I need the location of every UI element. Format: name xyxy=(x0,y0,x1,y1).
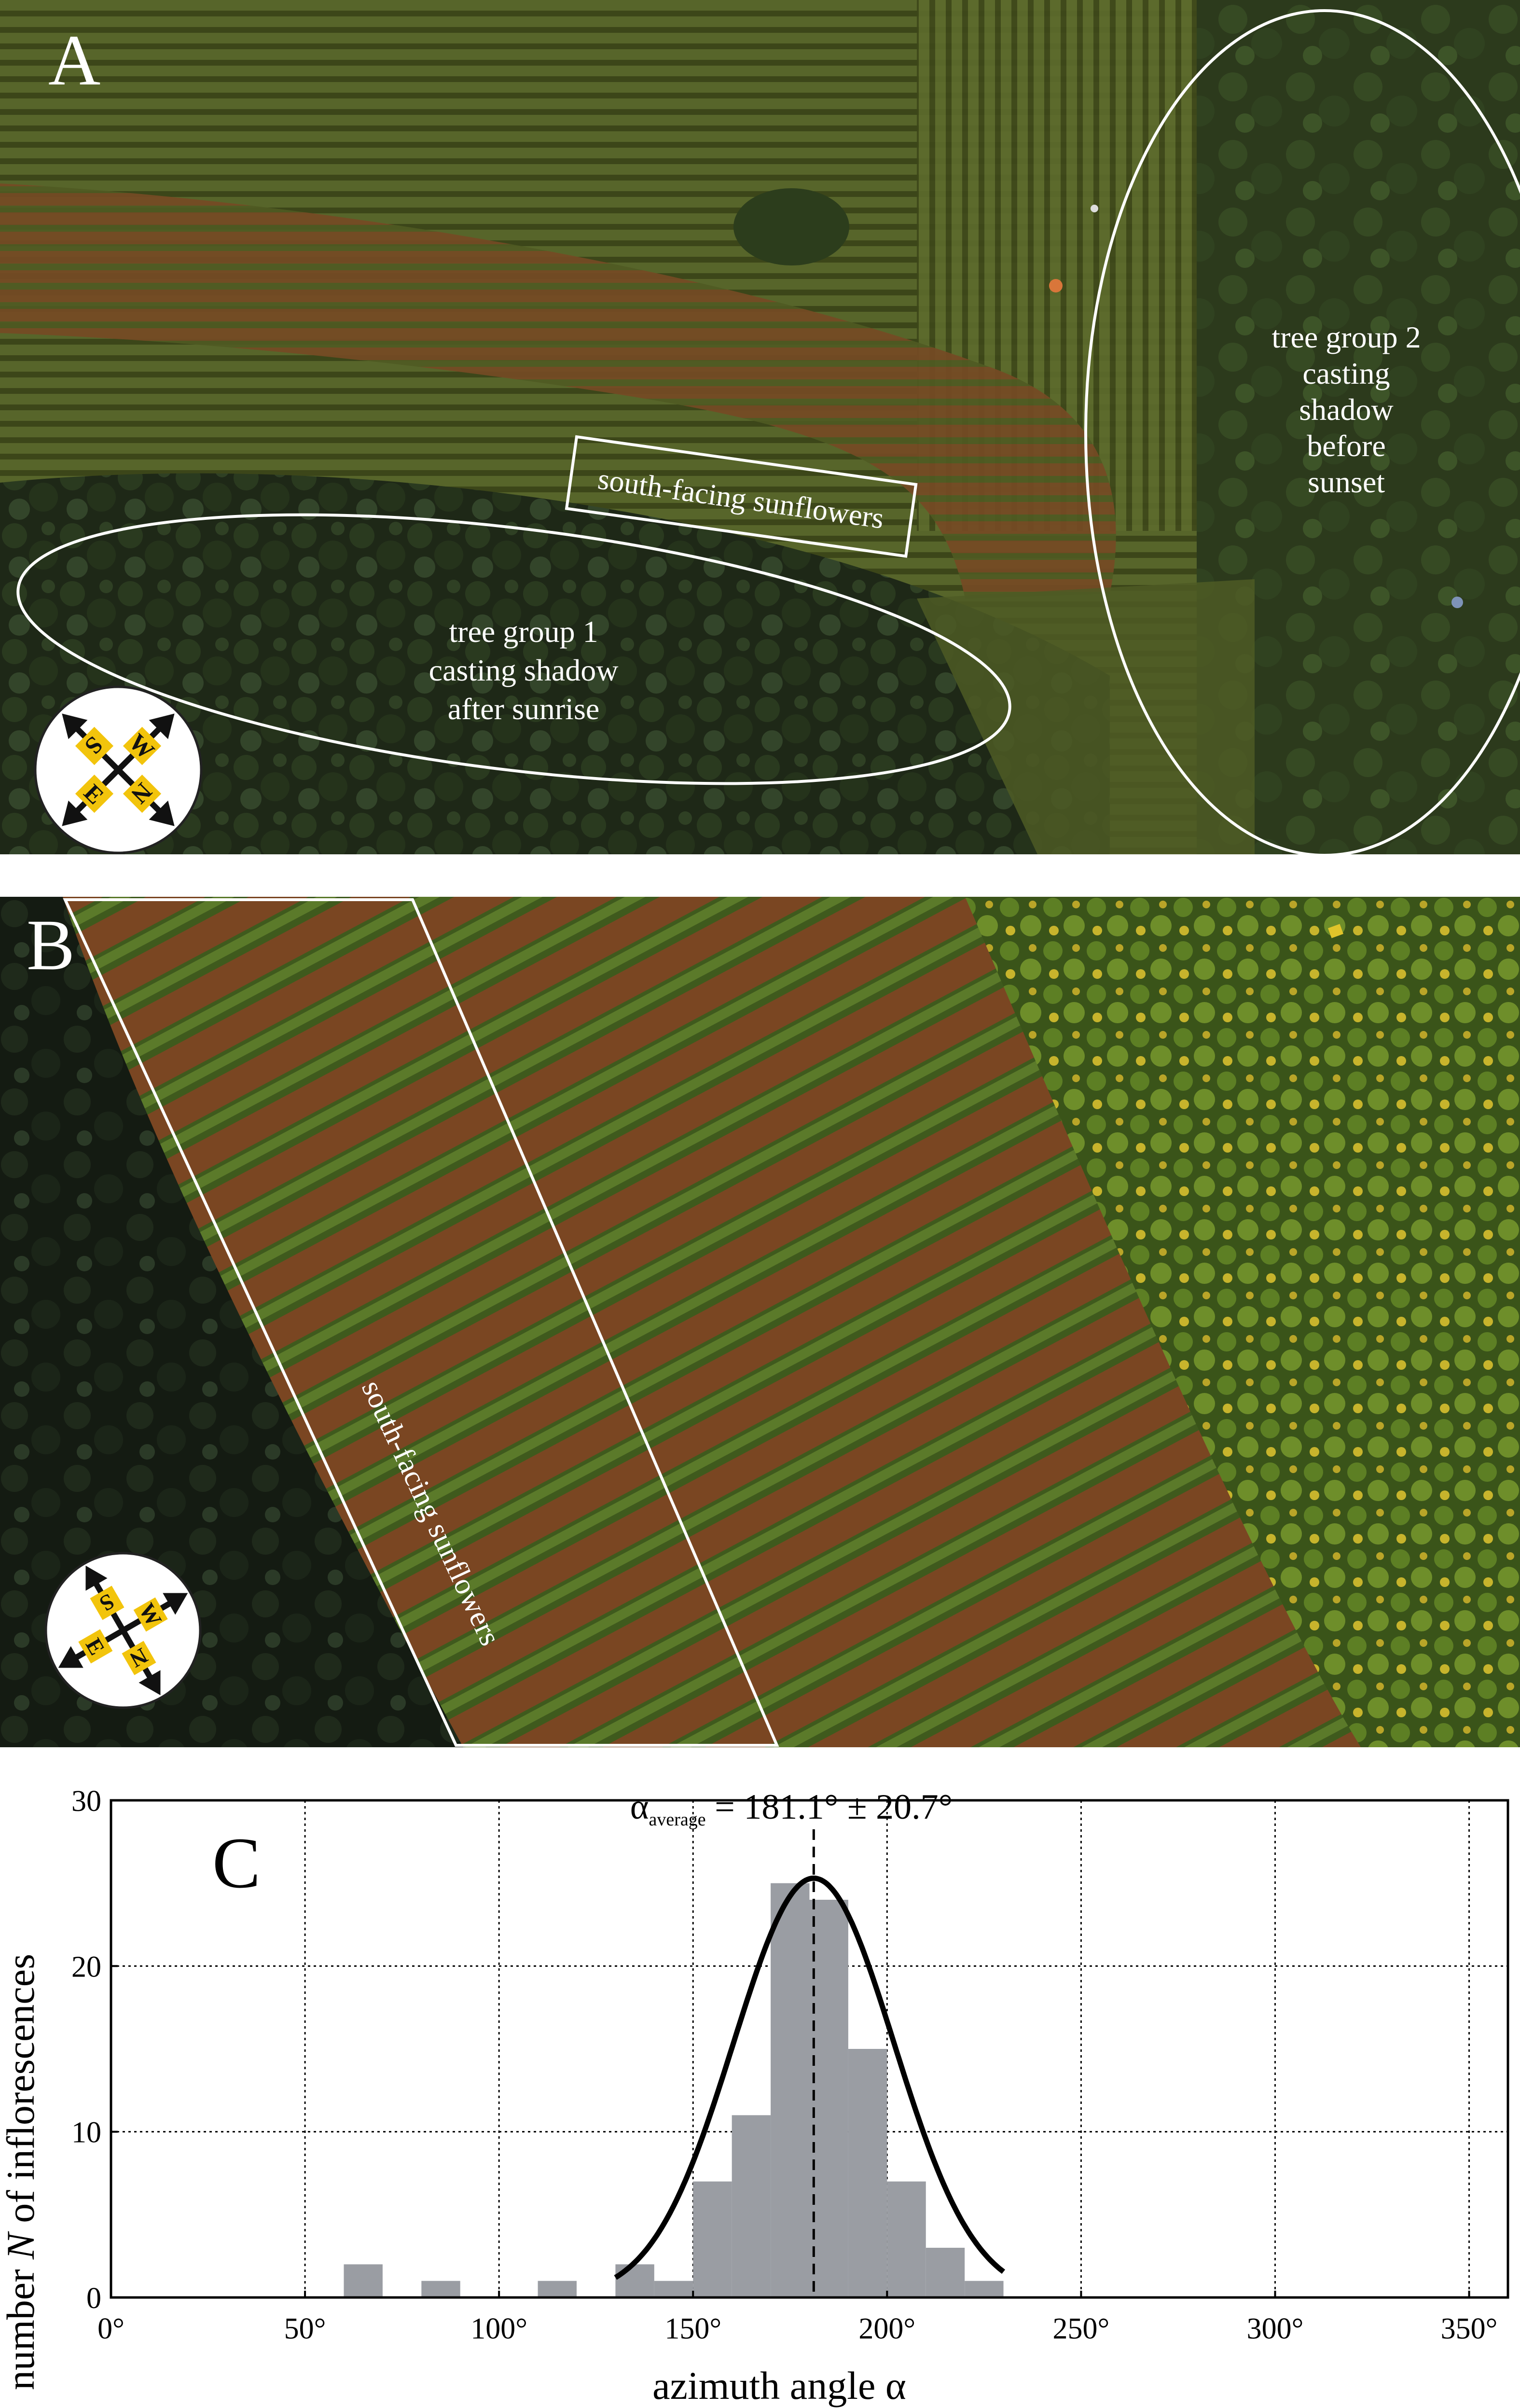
histogram-bar xyxy=(421,2281,460,2297)
y-tick-labels: 0 10 20 30 xyxy=(71,1785,118,2315)
tree-group-1-ellipse xyxy=(16,513,1011,785)
histogram-bar xyxy=(615,2264,654,2297)
histogram-bars xyxy=(344,1883,1004,2297)
x-tick-label: 200° xyxy=(858,2312,915,2345)
tree-group-2-label-line3: shadow xyxy=(1299,392,1394,427)
sunflowers-box-a xyxy=(565,435,918,558)
panel-b-photo: south-facing sunflowers B S N E W xyxy=(0,897,1520,1747)
tree-group-1-label-line1: tree group 1 xyxy=(449,614,598,649)
tree-group-1-label-line2: casting shadow xyxy=(429,653,619,687)
panel-b-aerial-photo: south-facing sunflowers B S N E W xyxy=(0,897,1520,1747)
tree-group-2-label-line5: sunset xyxy=(1308,465,1385,499)
histogram-bar xyxy=(926,2248,965,2297)
x-tick-label: 300° xyxy=(1247,2312,1304,2345)
plot-frame xyxy=(110,1799,1509,2299)
histogram-bar xyxy=(538,2281,577,2297)
panel-a-aerial-photo: south-facing sunflowers tree group 1 cas… xyxy=(0,0,1520,854)
x-tick-label: 50° xyxy=(284,2312,326,2345)
y-tick-label: 0 xyxy=(86,2282,101,2315)
panel-a-photo: south-facing sunflowers tree group 1 cas… xyxy=(0,0,1520,854)
x-tick-label: 250° xyxy=(1053,2312,1110,2345)
panel-a-letter: A xyxy=(48,20,100,100)
tree-group-2-label-line2: casting xyxy=(1302,356,1390,390)
tree-group-2-label-line4: before xyxy=(1307,429,1385,463)
histogram-bar xyxy=(654,2281,693,2297)
x-tick-label: 100° xyxy=(470,2312,527,2345)
compass-icon-b: S N E W xyxy=(44,1552,202,1709)
y-tick-label: 20 xyxy=(71,1950,101,1983)
histogram-bar xyxy=(771,1883,810,2297)
histogram-bar xyxy=(809,1900,848,2297)
x-tick-label: 350° xyxy=(1441,2312,1498,2345)
tree-group-2-label-line1: tree group 2 xyxy=(1271,320,1421,354)
histogram-bar xyxy=(693,2181,732,2297)
x-tick-label: 0° xyxy=(97,2312,124,2345)
histogram-bar xyxy=(732,2115,771,2297)
y-tick-label: 30 xyxy=(71,1785,101,1818)
histogram-bar xyxy=(965,2281,1004,2297)
histogram-bar xyxy=(344,2264,383,2297)
x-tick-labels: 0° 50° 100° 150° 200° 250° 300° 350° xyxy=(97,2291,1497,2345)
x-axis-label: azimuth angle α xyxy=(652,2364,906,2408)
sunflowers-parallelogram-b xyxy=(63,898,779,1747)
histogram-bar xyxy=(848,2049,887,2297)
y-axis-label: number N of inflorescences xyxy=(0,1954,42,2390)
tree-group-1-label-line3: after sunrise xyxy=(448,692,600,726)
histogram-bar xyxy=(887,2181,926,2297)
panel-c-letter: C xyxy=(212,1823,261,1903)
panel-b-letter: B xyxy=(27,905,75,985)
x-tick-label: 150° xyxy=(664,2312,721,2345)
average-azimuth-annotation: αaverage = 181.1° ± 20.7° xyxy=(630,1787,953,1830)
tree-group-2-ellipse xyxy=(1084,9,1520,854)
compass-icon-a: S N E W xyxy=(34,685,203,854)
y-tick-label: 10 xyxy=(71,2116,101,2149)
gaussian-fit-curve xyxy=(614,1875,1006,2280)
